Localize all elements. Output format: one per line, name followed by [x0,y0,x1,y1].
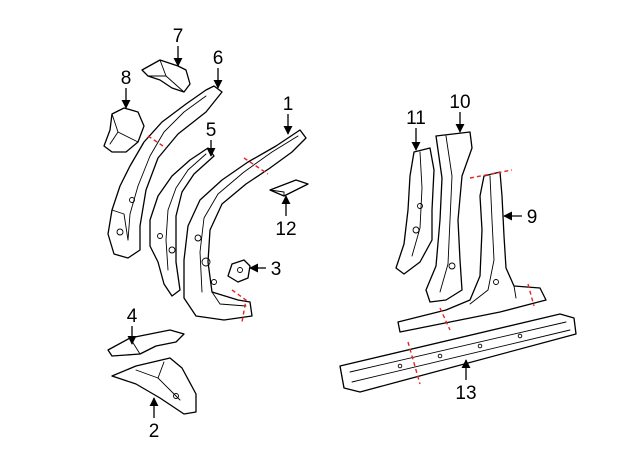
part-13-rocker-panel[interactable] [339,313,577,393]
callout-1[interactable]: 1 [283,94,294,115]
callout-2[interactable]: 2 [149,421,160,442]
callout-3[interactable]: 3 [271,259,282,280]
part-7-bracket[interactable] [141,59,191,93]
callout-13[interactable]: 13 [455,383,476,404]
callout-11[interactable]: 11 [406,108,426,129]
part-5-front-pillar-inner[interactable] [149,147,215,297]
part-9-center-pillar-rocker[interactable] [397,169,547,333]
part-6-front-pillar-outer[interactable] [107,85,223,259]
callout-5[interactable]: 5 [206,120,217,141]
part-3-bracket[interactable] [227,259,251,283]
part-10-center-pillar-outer[interactable] [425,131,473,303]
part-4-bracket[interactable] [107,329,185,357]
callout-10[interactable]: 10 [449,92,470,113]
part-11-center-pillar-inner[interactable] [395,147,435,275]
callout-4[interactable]: 4 [127,306,138,327]
callout-9[interactable]: 9 [527,207,538,228]
callout-7[interactable]: 7 [173,26,184,47]
part-12-pad[interactable] [269,179,309,197]
callout-6[interactable]: 6 [213,48,224,69]
callout-12[interactable]: 12 [275,219,296,240]
callout-8[interactable]: 8 [121,68,132,89]
part-2-lower-panel[interactable] [111,357,197,415]
part-8-bracket[interactable] [103,107,145,153]
part-1-front-body-pillar[interactable] [183,129,307,323]
